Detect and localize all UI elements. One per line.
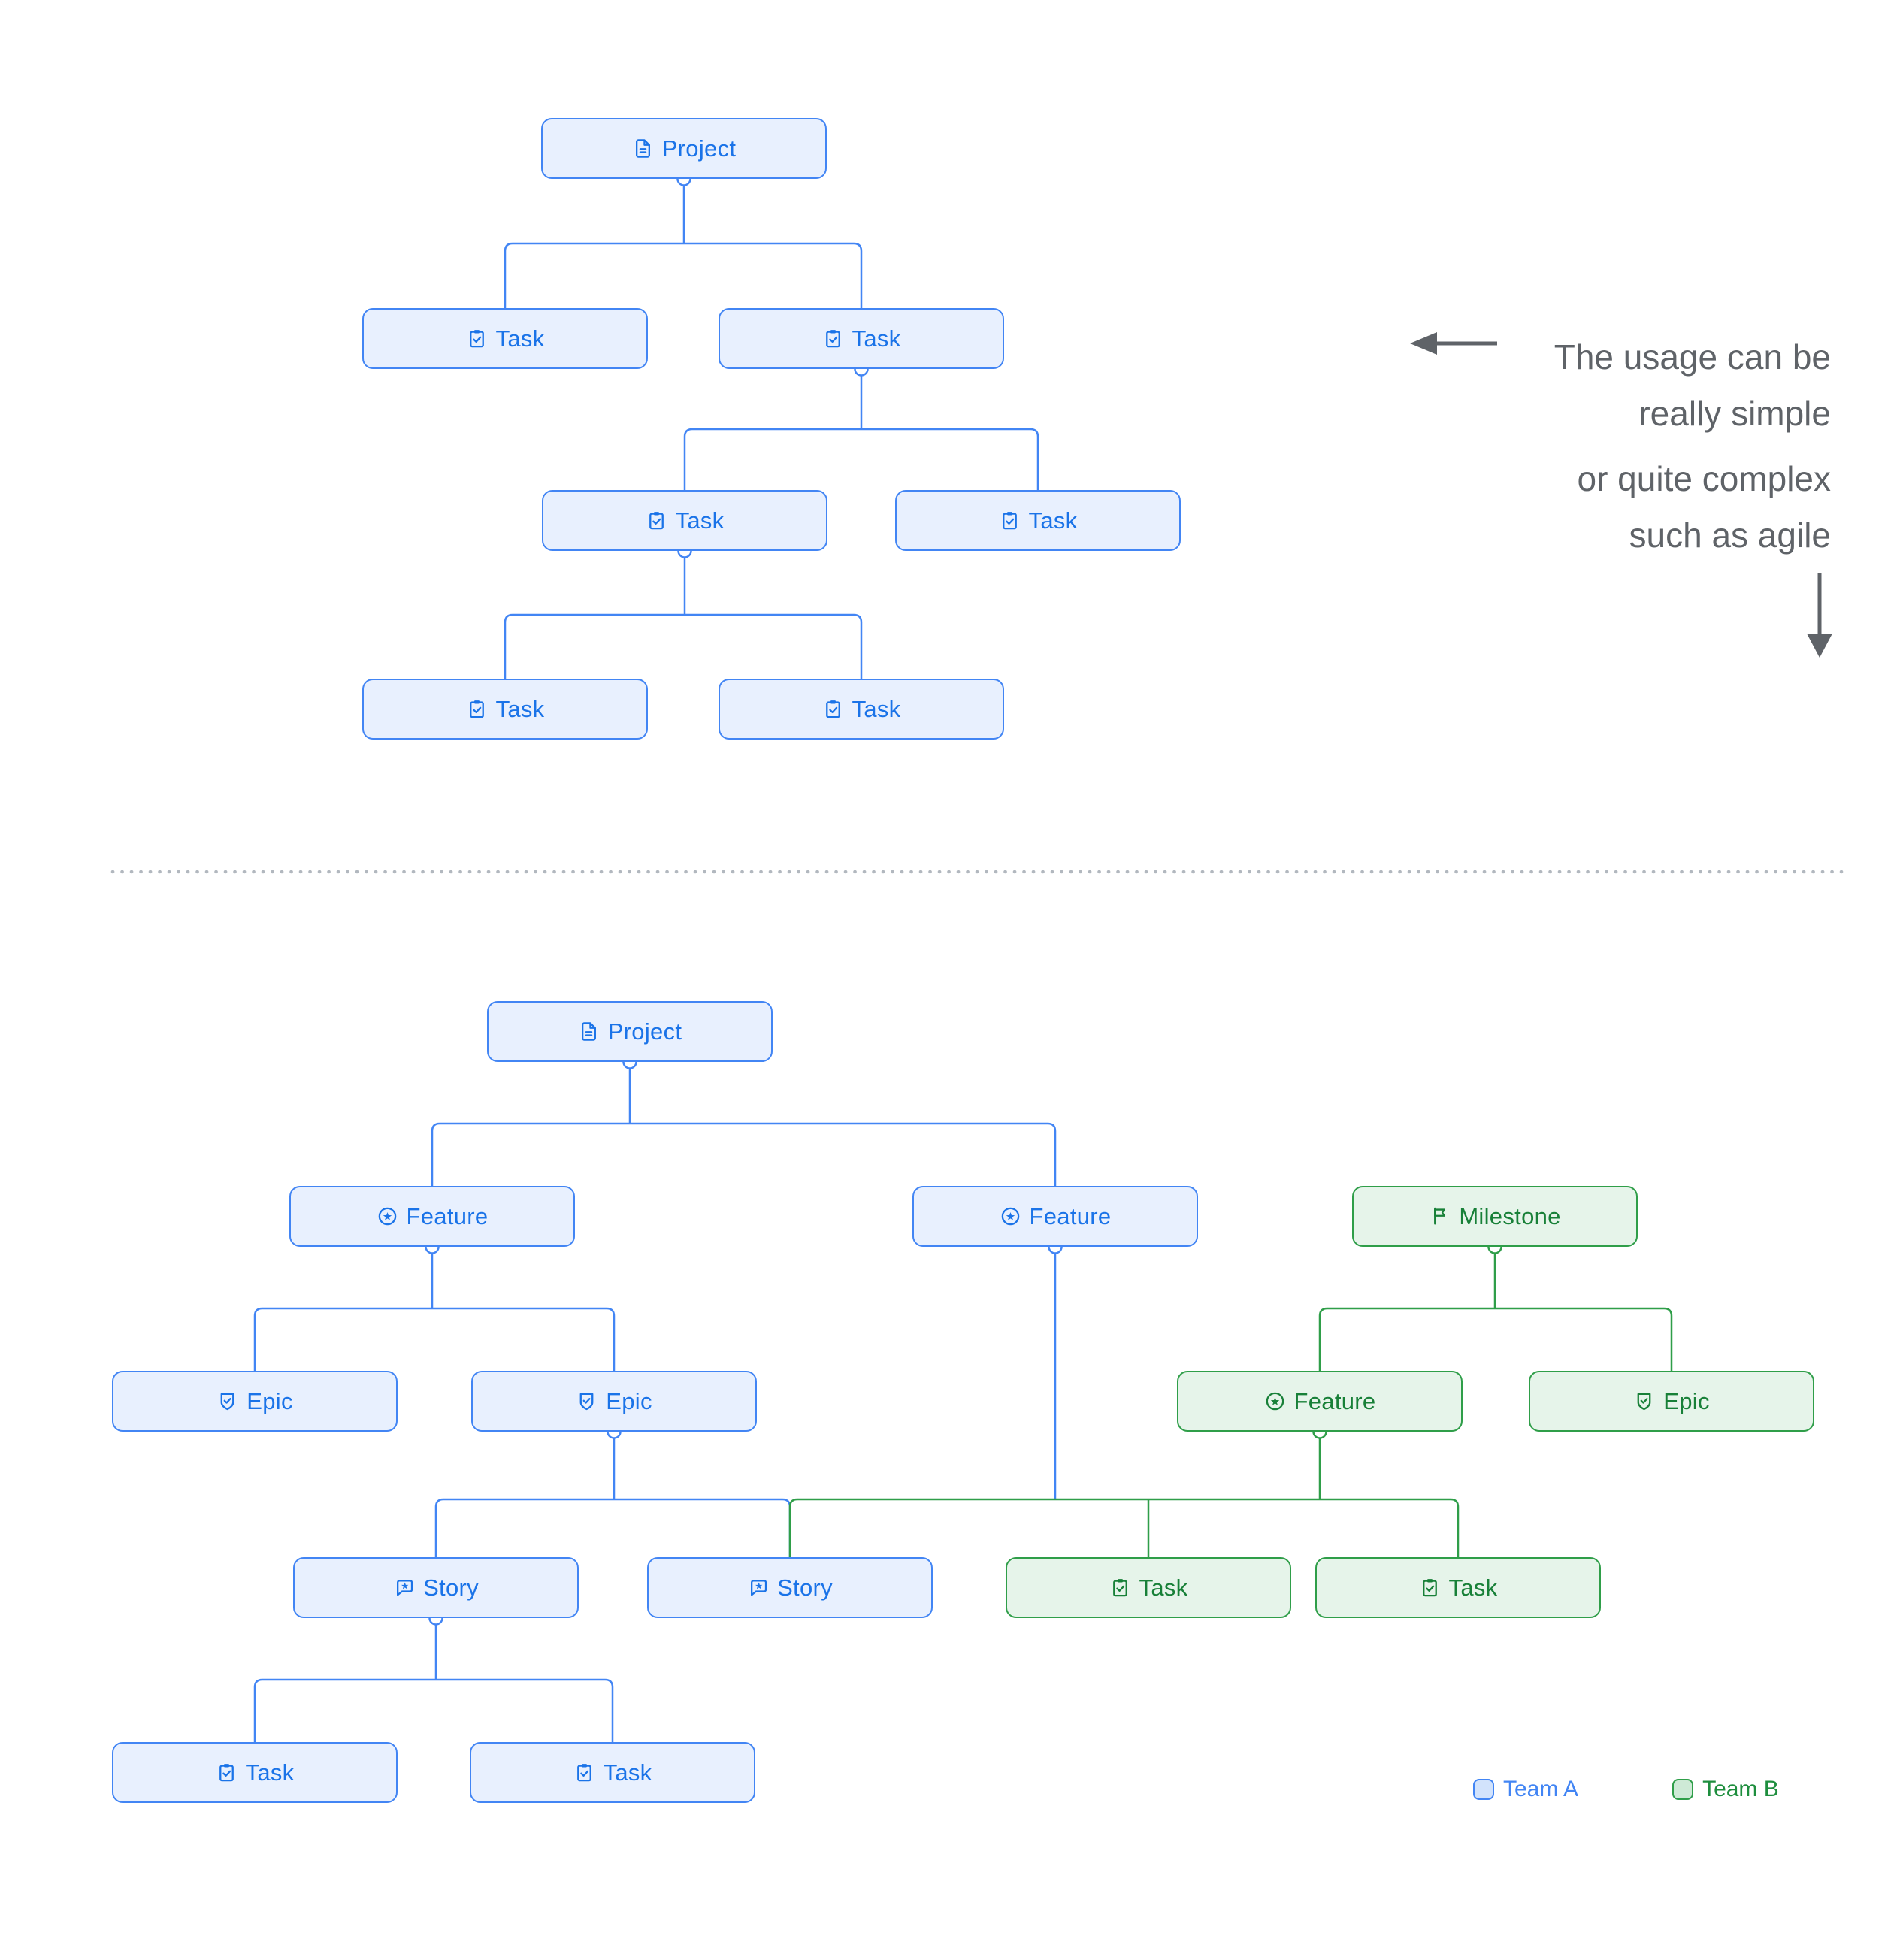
document-icon [632, 138, 654, 159]
connector-line [253, 1678, 614, 1742]
node-milestone-b-milestone[interactable]: Milestone [1352, 1186, 1638, 1247]
node-task-b-task1[interactable]: Task [112, 1742, 398, 1803]
node-epic-b-epic2[interactable]: Epic [471, 1371, 757, 1432]
node-label: Project [661, 135, 737, 162]
node-label: Feature [406, 1202, 489, 1230]
annotation-line: really simple [1638, 394, 1831, 433]
story-bubble-icon [747, 1577, 769, 1599]
story-bubble-icon [393, 1577, 415, 1599]
node-task-b-taskg1[interactable]: Task [1006, 1557, 1291, 1618]
node-task-t-task4[interactable]: Task [895, 490, 1181, 551]
node-label: Task [852, 695, 901, 722]
connector-line [683, 428, 1039, 490]
node-label: Task [495, 325, 545, 352]
clipboard-check-icon [822, 328, 844, 349]
node-label: Milestone [1459, 1202, 1561, 1230]
node-label: Task [245, 1759, 295, 1786]
node-label: Epic [606, 1387, 652, 1414]
shield-check-icon [216, 1390, 238, 1412]
document-icon [578, 1021, 600, 1042]
connector-line [1318, 1307, 1673, 1371]
node-label: Task [675, 507, 725, 534]
node-story-b-story2[interactable]: Story [647, 1557, 933, 1618]
node-story-b-story1[interactable]: Story [293, 1557, 579, 1618]
node-label: Task [1028, 507, 1078, 534]
node-task-t-task6[interactable]: Task [719, 679, 1004, 740]
connector-line [431, 1122, 1057, 1186]
shield-check-icon [1633, 1390, 1655, 1412]
connector-line [788, 1498, 1460, 1557]
node-label: Task [1139, 1574, 1188, 1601]
node-feature-b-featureg[interactable]: Feature [1177, 1371, 1463, 1432]
star-circle-icon [377, 1205, 398, 1227]
annotation-line: The usage can be [1554, 337, 1831, 377]
legend-item-team-a: Team A [1473, 1777, 1578, 1802]
team-a-swatch [1473, 1779, 1494, 1800]
node-label: Story [423, 1574, 479, 1601]
node-project-b-project[interactable]: Project [487, 1001, 773, 1062]
arrow-down-head-icon [1807, 634, 1832, 658]
legend-label: Team A [1503, 1777, 1579, 1801]
clipboard-check-icon [216, 1762, 237, 1783]
team-b-swatch [1672, 1779, 1694, 1800]
legend-item-team-b: Team B [1672, 1777, 1779, 1802]
star-circle-icon [1264, 1390, 1286, 1412]
clipboard-check-icon [999, 510, 1021, 531]
node-task-b-task2[interactable]: Task [470, 1742, 755, 1803]
annotation-note: The usage can be really simple or quite … [1554, 329, 1831, 564]
node-feature-b-feature1[interactable]: Feature [289, 1186, 575, 1247]
clipboard-check-icon [1109, 1577, 1131, 1599]
clipboard-check-icon [1419, 1577, 1441, 1599]
legend: Team A Team B [1473, 1777, 1779, 1802]
flag-icon [1429, 1205, 1451, 1227]
node-task-t-task5[interactable]: Task [362, 679, 648, 740]
annotation-line: such as agile [1629, 516, 1832, 555]
annotation-line: or quite complex [1577, 459, 1832, 498]
connector-line [504, 613, 863, 679]
node-project-t-project[interactable]: Project [541, 118, 827, 179]
node-epic-b-epicg[interactable]: Epic [1529, 1371, 1814, 1432]
clipboard-check-icon [573, 1762, 595, 1783]
clipboard-check-icon [466, 698, 488, 720]
arrow-left-head-icon [1410, 332, 1437, 355]
node-epic-b-epic1[interactable]: Epic [112, 1371, 398, 1432]
node-label: Task [852, 325, 901, 352]
node-task-t-task3[interactable]: Task [542, 490, 827, 551]
connector-line [434, 1498, 791, 1557]
node-label: Story [777, 1574, 833, 1601]
connector-line [253, 1307, 616, 1371]
node-label: Feature [1029, 1202, 1112, 1230]
node-label: Epic [1663, 1387, 1710, 1414]
node-label: Epic [247, 1387, 293, 1414]
node-label: Feature [1293, 1387, 1376, 1414]
node-task-b-taskg2[interactable]: Task [1315, 1557, 1601, 1618]
clipboard-check-icon [646, 510, 667, 531]
node-task-t-task1[interactable]: Task [362, 308, 648, 369]
node-label: Task [495, 695, 545, 722]
node-task-t-task2[interactable]: Task [719, 308, 1004, 369]
star-circle-icon [1000, 1205, 1021, 1227]
clipboard-check-icon [466, 328, 488, 349]
node-feature-b-feature2[interactable]: Feature [912, 1186, 1198, 1247]
node-label: Project [607, 1018, 682, 1045]
clipboard-check-icon [822, 698, 844, 720]
legend-label: Team B [1702, 1777, 1779, 1801]
node-label: Task [603, 1759, 652, 1786]
connector-line [504, 242, 863, 308]
shield-check-icon [576, 1390, 598, 1412]
node-label: Task [1448, 1574, 1498, 1601]
